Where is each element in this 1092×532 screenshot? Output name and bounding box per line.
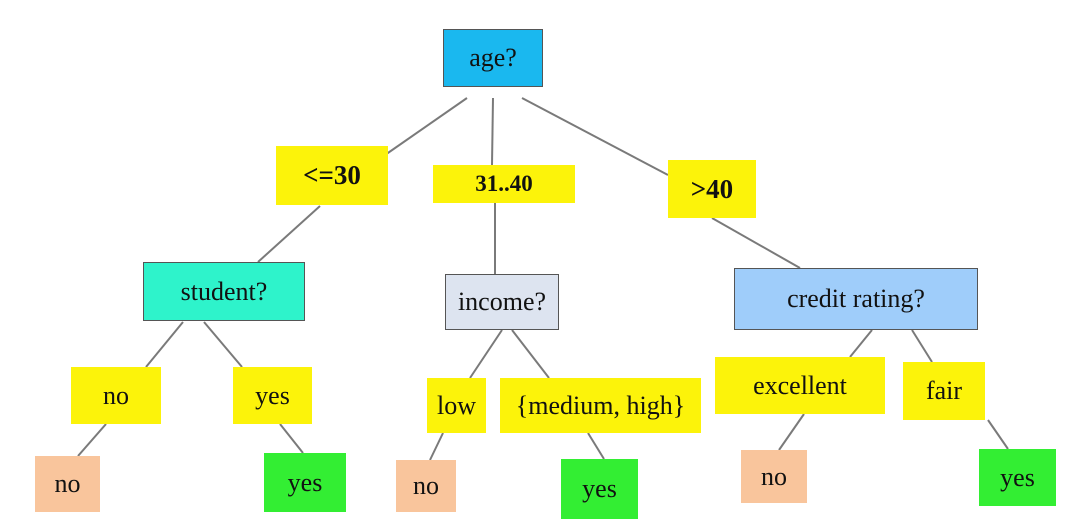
edge-student-no — [145, 321, 184, 368]
node-income: income? — [445, 274, 559, 330]
branch-label-student-no: no — [71, 367, 161, 424]
edge-low-leaf — [429, 432, 444, 461]
leaf-student-yes: yes — [264, 453, 346, 512]
branch-label-student-yes: yes — [233, 367, 312, 424]
branch-label-31-40: 31..40 — [433, 165, 575, 203]
node-student: student? — [143, 262, 305, 321]
edge-no-leaf — [77, 423, 107, 457]
leaf-credit-fair: yes — [979, 449, 1056, 506]
edge-age-31-40 — [491, 97, 494, 166]
node-credit-rating: credit rating? — [734, 268, 978, 330]
branch-label-credit-excellent: excellent — [715, 357, 885, 414]
branch-label-le30: <=30 — [276, 146, 388, 205]
edge-excellent-leaf — [778, 413, 805, 451]
edge-yes-leaf — [279, 423, 304, 454]
edge-age-le30 — [384, 97, 468, 156]
edge-le30-student — [257, 205, 321, 263]
edge-age-gt40 — [521, 97, 669, 176]
edge-gt40-credit — [711, 217, 801, 269]
branch-label-income-medium-high: {medium, high} — [500, 378, 701, 433]
leaf-income-medium-high: yes — [561, 459, 638, 519]
branch-label-income-low: low — [427, 378, 486, 433]
edge-student-yes — [203, 321, 243, 368]
edge-income-low — [469, 329, 503, 379]
node-age: age? — [443, 29, 543, 87]
edge-income-medhigh — [511, 329, 550, 379]
edge-credit-fair — [911, 329, 933, 363]
leaf-income-low: no — [396, 460, 456, 512]
leaf-credit-excellent: no — [741, 450, 807, 503]
edge-credit-excellent — [849, 329, 873, 358]
branch-label-credit-fair: fair — [903, 362, 985, 420]
branch-label-gt40: >40 — [668, 160, 756, 218]
leaf-student-no: no — [35, 456, 100, 512]
edge-fair-leaf — [987, 419, 1009, 450]
edge-medhigh-leaf — [587, 432, 605, 460]
